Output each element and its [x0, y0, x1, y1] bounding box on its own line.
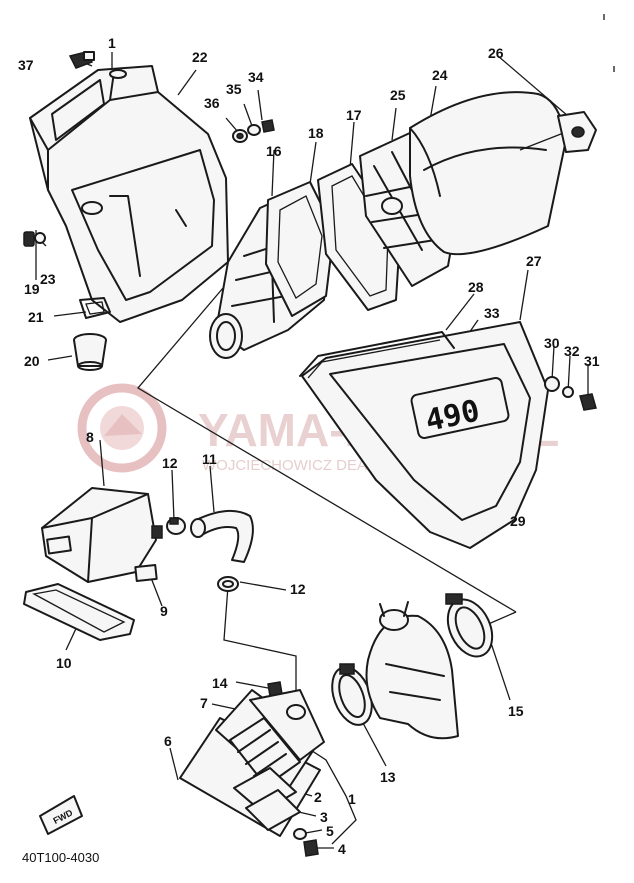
frame-part-17	[317, 163, 401, 311]
callout-16: 16	[266, 143, 282, 159]
callout-8: 8	[86, 429, 94, 445]
callout-2: 2	[314, 789, 322, 805]
clamp-part-12a	[166, 517, 186, 535]
drawing-code: 40T100-4030	[22, 850, 99, 865]
callout-26: 26	[488, 45, 504, 61]
callout-7: 7	[200, 695, 208, 711]
callout-20: 20	[24, 353, 40, 369]
callout-21: 21	[28, 309, 44, 325]
callout-30: 30	[544, 335, 560, 351]
callout-25: 25	[390, 87, 406, 103]
clamp-part-15	[445, 593, 494, 658]
callout-19: 19	[24, 281, 40, 297]
hardware-parts-30-32	[544, 376, 597, 411]
callout-12-lower: 12	[290, 581, 306, 597]
bolt-part-37	[68, 51, 95, 69]
callout-31: 31	[584, 353, 600, 369]
callout-1-top: 1	[108, 35, 116, 51]
hose-part-11	[190, 509, 254, 563]
clamp-part-12b	[217, 576, 239, 592]
side-cover-part-27: 490	[301, 321, 549, 549]
callout-3: 3	[320, 809, 328, 825]
callout-9: 9	[160, 603, 168, 619]
gasket-part-18	[265, 181, 335, 317]
gasket-part-21	[79, 297, 111, 319]
clamp-part-13	[331, 663, 373, 726]
drain-part-20	[73, 333, 107, 371]
callout-labels: 37 1 22 36 35 34 18 17 16 25 24 26 23 19…	[18, 35, 600, 857]
callout-1-bottom: 1	[348, 791, 356, 807]
watermark-logo	[77, 383, 167, 473]
callout-10: 10	[56, 655, 72, 671]
callout-15: 15	[508, 703, 524, 719]
callout-36: 36	[204, 95, 220, 111]
seal-part-28	[299, 331, 455, 379]
reed-valve-parts-1-7	[179, 689, 325, 857]
airbox-part-22	[29, 65, 229, 323]
callout-22: 22	[192, 49, 208, 65]
label-part-9	[134, 563, 158, 583]
callout-32: 32	[564, 343, 580, 359]
callout-17: 17	[346, 107, 362, 123]
callout-23: 23	[40, 271, 56, 287]
callout-33: 33	[484, 305, 500, 321]
fwd-mark: FWD	[39, 795, 83, 835]
callout-11: 11	[202, 451, 217, 467]
carburetor	[365, 601, 459, 740]
hardware-parts-34-36	[232, 119, 275, 143]
strap-part-10	[23, 583, 135, 641]
callout-5: 5	[326, 823, 334, 839]
hardware-parts-19-23	[23, 231, 46, 247]
callout-29: 29	[510, 513, 526, 529]
callout-4: 4	[338, 841, 346, 857]
callout-6: 6	[164, 733, 172, 749]
resonator-part-8	[41, 487, 163, 583]
callout-12-upper: 12	[162, 455, 178, 471]
callout-28: 28	[468, 279, 484, 295]
callout-37: 37	[18, 57, 34, 73]
badge-box	[410, 377, 510, 439]
callout-35: 35	[226, 81, 242, 97]
callout-13: 13	[380, 769, 396, 785]
callout-34: 34	[248, 69, 264, 85]
callout-14: 14	[212, 675, 228, 691]
wingbolt-part-26	[519, 111, 597, 153]
callout-24: 24	[432, 67, 448, 83]
callout-18: 18	[308, 125, 324, 141]
filter-element-part-24	[409, 91, 567, 256]
callout-27: 27	[526, 253, 542, 269]
